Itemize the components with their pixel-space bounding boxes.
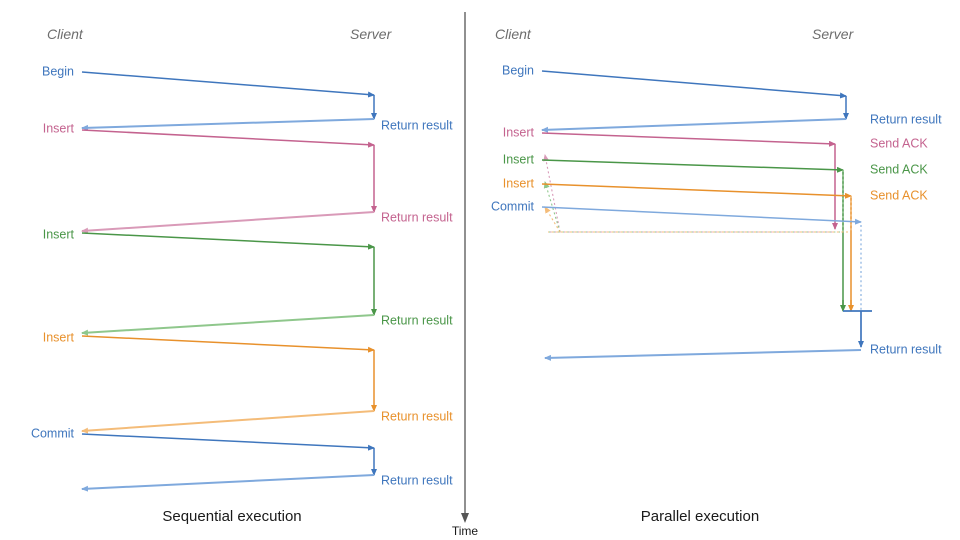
parallel-client-label-4: Commit	[491, 199, 535, 213]
message-arrow	[81, 118, 375, 131]
sequential-client-label-3: Insert	[43, 330, 75, 344]
time-arrow-icon	[461, 513, 469, 523]
time-axis	[461, 12, 469, 523]
time-axis-label: Time	[452, 524, 479, 538]
parallel-client-label-0: Begin	[502, 63, 534, 77]
sequential-client-label-1: Insert	[43, 121, 75, 135]
message-arrow	[541, 183, 852, 199]
message-arrow	[544, 206, 561, 233]
message-arrow	[541, 206, 862, 225]
message-arrow	[81, 335, 375, 353]
message-arrow	[81, 129, 375, 148]
sequential-server-header: Server	[350, 26, 393, 42]
sequential-client-label-4: Commit	[31, 426, 75, 440]
parallel-client-label-3: Insert	[503, 176, 535, 190]
parallel-client-label-2: Insert	[503, 152, 535, 166]
sequential-caption: Sequential execution	[162, 508, 301, 525]
message-arrow	[81, 71, 375, 98]
sequential-server-label-1: Return result	[381, 210, 453, 224]
message-arrow	[81, 232, 375, 250]
parallel-server-header: Server	[812, 26, 855, 42]
message-arrow	[541, 70, 847, 99]
parallel-caption: Parallel execution	[641, 508, 759, 525]
sequential-server-label-3: Return result	[381, 409, 453, 423]
message-arrow	[543, 154, 561, 233]
parallel-messages	[541, 70, 872, 361]
sequential-server-label-4: Return result	[381, 473, 453, 487]
message-arrow	[541, 159, 844, 173]
message-arrow	[541, 118, 847, 133]
sequential-server-label-2: Return result	[381, 313, 453, 327]
message-arrow	[544, 349, 862, 361]
message-arrow	[81, 314, 375, 336]
message-arrow	[81, 211, 375, 234]
parallel-server-label-0: Return result	[870, 112, 942, 126]
parallel-client-label-1: Insert	[503, 125, 535, 139]
parallel-server-label-2: Send ACK	[870, 162, 928, 176]
sequential-client-header: Client	[47, 26, 84, 42]
sequential-server-label-0: Return result	[381, 118, 453, 132]
message-arrow	[81, 433, 375, 451]
message-arrow	[541, 132, 836, 147]
parallel-server-label-1: Send ACK	[870, 136, 928, 150]
parallel-client-header: Client	[495, 26, 532, 42]
message-arrow	[81, 410, 375, 434]
parallel-server-label-3: Send ACK	[870, 188, 928, 202]
message-arrow	[81, 474, 375, 492]
sequential-client-label-2: Insert	[43, 227, 75, 241]
parallel-server-label-4: Return result	[870, 342, 942, 356]
sequential-client-label-0: Begin	[42, 64, 74, 78]
sequential-messages	[81, 71, 377, 492]
